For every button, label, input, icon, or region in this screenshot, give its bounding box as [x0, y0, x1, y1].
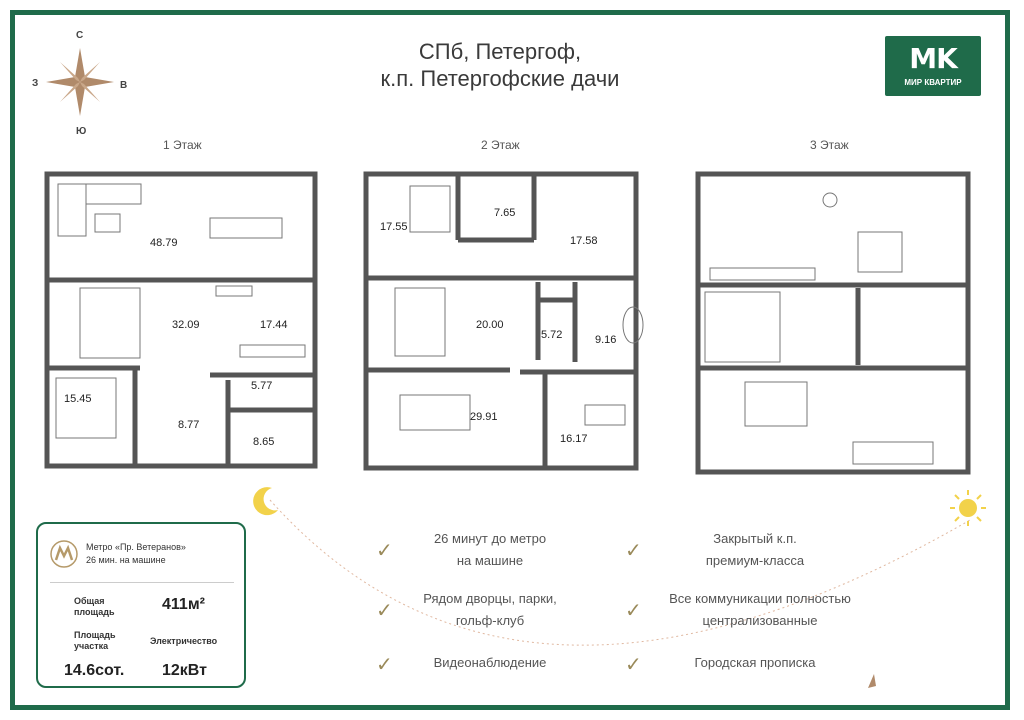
page-title: СПб, Петергоф, к.п. Петергофские дачи: [300, 38, 700, 92]
floor-2-furniture: [394, 185, 644, 431]
logo-text: МИР КВАРТИР: [904, 78, 962, 87]
room-area: 15.45: [64, 393, 92, 405]
brand-logo: MK МИР КВАРТИР: [885, 36, 981, 96]
room-area: 48.79: [150, 237, 178, 249]
room-area: 7.65: [494, 207, 515, 219]
floor-3-furniture: [704, 192, 934, 465]
floor-2-plan: [363, 171, 639, 471]
checkmark-icon: ✓: [625, 654, 642, 676]
title-line-1: СПб, Петергоф,: [418, 39, 582, 64]
room-area: 8.65: [253, 436, 274, 448]
compass-rose-icon: [46, 48, 114, 116]
metro-icon: [50, 540, 78, 568]
feature-item: Городская прописка: [694, 655, 816, 670]
floor-1-furniture: [55, 183, 306, 439]
room-area: 9.16: [595, 334, 616, 346]
room-area: 29.91: [470, 411, 498, 423]
checkmark-icon: ✓: [625, 600, 642, 622]
compass-north: С: [76, 30, 84, 41]
direction-arrow-icon: [868, 674, 876, 688]
divider: [50, 582, 234, 583]
feature-item: Рядом дворцы, парки,гольф-клуб: [423, 591, 557, 628]
floor-2-label: 2 Этаж: [481, 138, 520, 152]
floor-3-label: 3 Этаж: [810, 138, 849, 152]
moon-icon: [253, 487, 278, 516]
room-area: 8.77: [178, 419, 199, 431]
floor-1-plan: [44, 171, 318, 469]
checkmark-icon: ✓: [376, 540, 393, 562]
logo-mark: MK: [909, 42, 958, 75]
room-area: 17.58: [570, 235, 598, 247]
room-area: 17.44: [260, 319, 288, 331]
floor-1-label: 1 Этаж: [163, 138, 202, 152]
title-line-2: к.п. Петергофские дачи: [380, 66, 620, 91]
floor-3-plan: [695, 171, 971, 475]
compass-east: В: [120, 80, 128, 91]
property-info-card: Метро «Пр. Ветеранов» 26 мин. на машине …: [36, 522, 246, 688]
power-label: Электричество: [150, 636, 218, 646]
metro-name: Метро «Пр. Ветеранов»: [86, 542, 186, 552]
total-area-value: 411м²: [162, 596, 205, 613]
room-area: 16.17: [560, 433, 588, 445]
feature-item: Видеонаблюдение: [433, 655, 547, 670]
room-area: 20.00: [476, 319, 504, 331]
room-area: 32.09: [172, 319, 200, 331]
room-area: 17.55: [380, 221, 408, 233]
feature-item: Закрытый к.п.премиум-класса: [705, 531, 805, 568]
room-area: 5.77: [251, 380, 272, 392]
room-area: 5.72: [541, 329, 562, 341]
compass-south: Ю: [76, 126, 87, 137]
checkmark-icon: ✓: [376, 654, 393, 676]
checkmark-icon: ✓: [625, 540, 642, 562]
compass-west: З: [32, 78, 39, 89]
metro-time: 26 мин. на машине: [86, 555, 166, 565]
sun-icon: [950, 490, 986, 526]
checkmark-icon: ✓: [376, 600, 393, 622]
plot-area-value: 14.6сот.: [64, 662, 125, 679]
power-value: 12кВт: [162, 662, 207, 679]
